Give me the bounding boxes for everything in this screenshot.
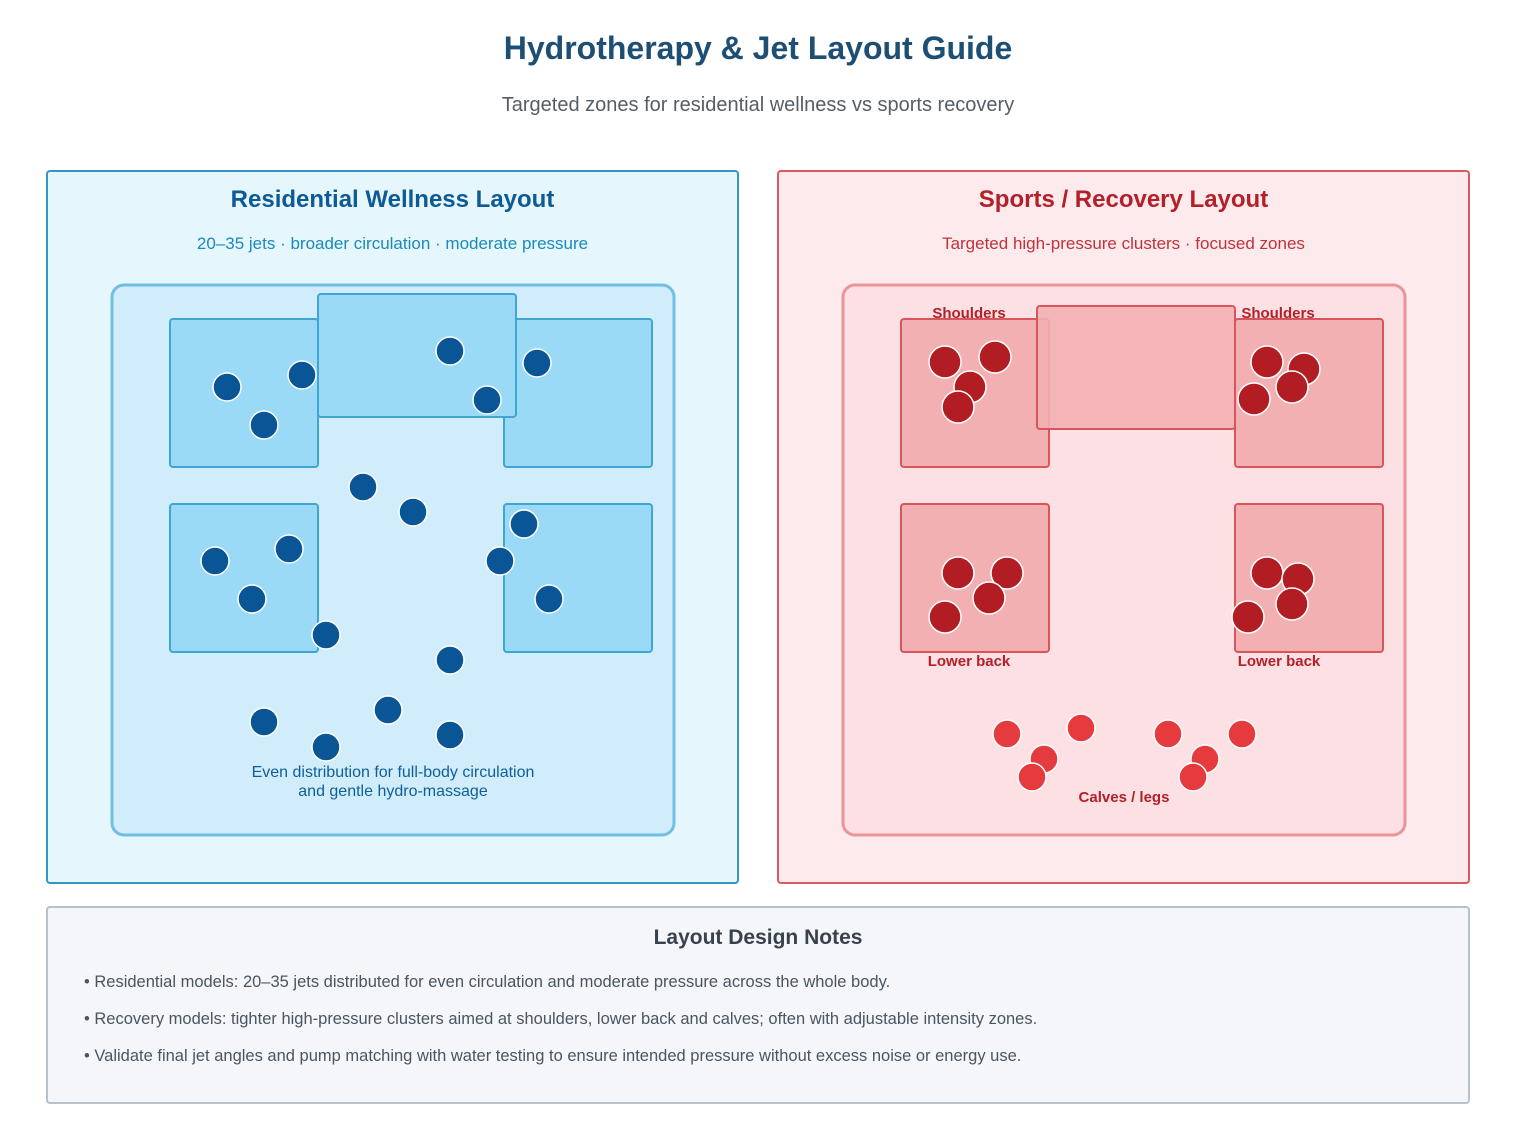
residential-jets bbox=[200, 336, 564, 762]
recovery-label-lower-back-left: Lower back bbox=[928, 653, 1011, 670]
residential-jet bbox=[249, 707, 279, 737]
residential-jet bbox=[485, 546, 515, 576]
residential-zone-mid-left bbox=[169, 503, 319, 653]
residential-jet bbox=[435, 720, 465, 750]
recovery-label-shoulders-right: Shoulders bbox=[1241, 305, 1314, 322]
residential-jet bbox=[237, 584, 267, 614]
recovery-cluster-jet bbox=[1275, 587, 1309, 621]
residential-zone-top-right bbox=[503, 318, 653, 468]
recovery-jets bbox=[928, 340, 1321, 792]
residential-jet bbox=[472, 385, 502, 415]
recovery-cluster-jet bbox=[990, 556, 1024, 590]
residential-jet bbox=[311, 732, 341, 762]
residential-zone-mid-right bbox=[503, 503, 653, 653]
recovery-zone-lower-back-left bbox=[900, 503, 1050, 653]
residential-jet bbox=[200, 546, 230, 576]
residential-jet bbox=[274, 534, 304, 564]
recovery-diagram: Shoulders Shoulders Lower back Lower bac… bbox=[841, 283, 1407, 837]
residential-jet bbox=[348, 472, 378, 502]
recovery-leg-jet bbox=[1178, 762, 1208, 792]
design-notes-panel: Layout Design Notes Residential models: … bbox=[46, 906, 1470, 1104]
residential-jet bbox=[287, 360, 317, 390]
recovery-leg-jet bbox=[1017, 762, 1047, 792]
recovery-cluster-jet bbox=[1250, 345, 1284, 379]
recovery-label-shoulders-left: Shoulders bbox=[932, 305, 1005, 322]
recovery-label-calves: Calves / legs bbox=[1079, 789, 1170, 806]
recovery-label-lower-back-right: Lower back bbox=[1238, 653, 1321, 670]
residential-zone-top-left bbox=[169, 318, 319, 468]
recovery-cluster-jet bbox=[1275, 370, 1309, 404]
recovery-cluster-jet bbox=[928, 345, 962, 379]
notes-item: Validate final jet angles and pump match… bbox=[84, 1046, 1037, 1083]
recovery-leg-jet bbox=[1227, 719, 1257, 749]
residential-jet bbox=[212, 372, 242, 402]
residential-jet bbox=[373, 695, 403, 725]
recovery-cluster-jet bbox=[941, 556, 975, 590]
recovery-cluster-jet bbox=[972, 581, 1006, 615]
recovery-zone-center bbox=[1036, 305, 1236, 430]
recovery-cluster-jet bbox=[1231, 600, 1265, 634]
residential-jet bbox=[398, 497, 428, 527]
recovery-leg-jet bbox=[1066, 713, 1096, 743]
recovery-leg-jet bbox=[1153, 719, 1183, 749]
notes-title: Layout Design Notes bbox=[653, 926, 863, 949]
notes-item: Residential models: 20–35 jets distribut… bbox=[84, 972, 1037, 1009]
residential-subtitle: 20–35 jets · broader circulation · moder… bbox=[196, 234, 589, 253]
residential-panel: Residential Wellness Layout 20–35 jets ·… bbox=[46, 170, 739, 884]
residential-caption-line1: Even distribution for full-body circulat… bbox=[252, 764, 535, 781]
recovery-subtitle: Targeted high-pressure clusters · focuse… bbox=[942, 234, 1305, 253]
recovery-title: Sports / Recovery Layout bbox=[978, 186, 1269, 213]
recovery-leg-jet bbox=[992, 719, 1022, 749]
notes-list: Residential models: 20–35 jets distribut… bbox=[84, 972, 1037, 1083]
notes-item: Recovery models: tighter high-pressure c… bbox=[84, 1009, 1037, 1046]
recovery-cluster-jet bbox=[928, 600, 962, 634]
recovery-panel: Sports / Recovery Layout Targeted high-p… bbox=[777, 170, 1470, 884]
residential-jet bbox=[435, 645, 465, 675]
residential-zone-top-center bbox=[317, 293, 517, 418]
recovery-cluster-jet bbox=[978, 340, 1012, 374]
residential-title: Residential Wellness Layout bbox=[230, 186, 555, 213]
recovery-cluster-jet bbox=[1237, 382, 1271, 416]
page-title: Hydrotherapy & Jet Layout Guide bbox=[503, 30, 1013, 66]
residential-diagram: Even distribution for full-body circulat… bbox=[110, 283, 676, 837]
residential-jet bbox=[534, 584, 564, 614]
residential-caption-line2: and gentle hydro-massage bbox=[298, 783, 488, 800]
recovery-cluster-jet bbox=[941, 390, 975, 424]
residential-jet bbox=[435, 336, 465, 366]
residential-jet bbox=[509, 509, 539, 539]
residential-jet bbox=[522, 348, 552, 378]
page-subtitle: Targeted zones for residential wellness … bbox=[501, 94, 1015, 116]
residential-jet bbox=[311, 620, 341, 650]
residential-jet bbox=[249, 410, 279, 440]
recovery-cluster-jet bbox=[1250, 556, 1284, 590]
